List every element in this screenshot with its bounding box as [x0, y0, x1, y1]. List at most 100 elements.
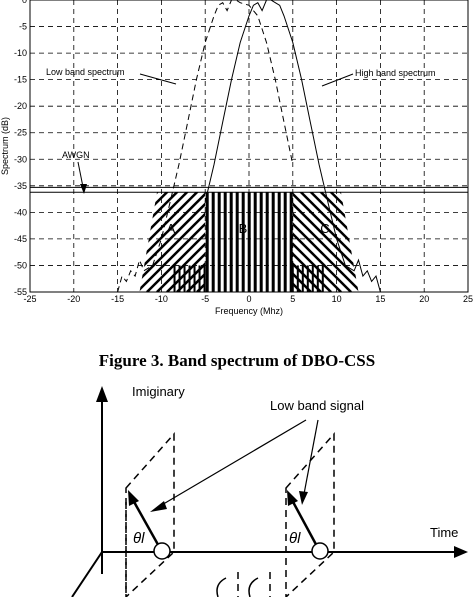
hatch-stroke: [292, 192, 359, 292]
x-tick-label: 10: [332, 294, 342, 304]
hatch-stroke: [0, 182, 7, 292]
awgn-arrow-head: [80, 184, 87, 194]
hatch-stroke: [0, 182, 57, 292]
y-tick-label: -25: [14, 128, 27, 138]
region-label-a: A: [167, 221, 176, 236]
hatch-stroke: [421, 182, 474, 292]
x-tick-label: 0: [246, 294, 251, 304]
hatch-stroke: [139, 192, 178, 292]
phasor-2: [290, 499, 321, 551]
time-axis-label: Time: [430, 525, 458, 540]
hatch-stroke: [292, 192, 359, 292]
x-tick-label: -10: [155, 294, 168, 304]
x-tick-label: 5: [290, 294, 295, 304]
y-tick-label: -50: [14, 260, 27, 270]
region-label-c: C: [320, 221, 329, 236]
hatch-stroke: [17, 182, 127, 292]
hatch-stroke: [139, 192, 206, 292]
hatch-stroke: [340, 192, 359, 292]
x-tick-label: -25: [23, 294, 36, 304]
hatch-stroke: [381, 182, 474, 292]
signal-plane-1: [125, 432, 175, 597]
y-tick-label: -15: [14, 75, 27, 85]
hatch-stroke: [451, 182, 474, 292]
signal-pointer-long: [159, 419, 307, 507]
awgn-annotation: AWGN: [62, 150, 90, 160]
y-tick-label: -45: [14, 234, 27, 244]
y-tick-label: -10: [14, 48, 27, 58]
hatch-stroke: [139, 192, 206, 292]
hatched-regions: [0, 182, 474, 292]
x-tick-label: 15: [375, 294, 385, 304]
high-band-series-line: [204, 0, 381, 292]
angle-label-1: θl: [133, 530, 145, 547]
partial-arc-1: [216, 577, 227, 597]
region-b-hatch: [173, 192, 324, 292]
y-tick-label: 0: [22, 0, 27, 5]
grid-lines: [30, 0, 468, 292]
plot-frame: [29, 0, 469, 293]
y-tick-label: -20: [14, 101, 27, 111]
phasor-1: [131, 499, 163, 551]
hatch-stroke: [391, 182, 474, 292]
y-tick-label: -5: [19, 22, 27, 32]
hatch-stroke: [401, 182, 474, 292]
x-tick-label: -20: [67, 294, 80, 304]
x-tick-label: -15: [111, 294, 124, 304]
awgn-lines: [30, 186, 468, 193]
hatch-stroke: [320, 192, 359, 292]
signal-pointer-short: [303, 419, 319, 495]
hatch-stroke: [139, 192, 206, 292]
hatch-stroke: [441, 182, 474, 292]
y-tick-label: -55: [14, 287, 27, 297]
low-band-annotation-arrow: [139, 73, 177, 85]
hatch-stroke: [141, 182, 251, 292]
x-tick-label: 25: [463, 294, 473, 304]
low-band-signal-label: Low band signal: [270, 398, 364, 413]
time-axis-arrowhead: [454, 546, 468, 558]
hatch-stroke: [27, 182, 137, 292]
imaginary-axis-arrowhead: [96, 386, 108, 402]
hatch-stroke: [139, 192, 188, 292]
phasor-2-head: [287, 490, 298, 506]
hatch-stroke: [0, 182, 67, 292]
hatch-stroke: [139, 192, 206, 292]
region-c-hatch: [141, 182, 474, 292]
region-label-b: B: [239, 221, 248, 236]
hatch-stroke: [292, 192, 342, 292]
y-tick-label: -40: [14, 207, 27, 217]
hatch-stroke: [310, 192, 359, 292]
signal-pointer-short-head: [299, 491, 308, 505]
x-tick-label: -5: [201, 294, 209, 304]
hatch-stroke: [292, 192, 359, 292]
hatch-stroke: [361, 182, 471, 292]
signal-plane-2: [285, 432, 335, 597]
signal-diagram: Imiginary Time θl θl Low band signal: [71, 384, 468, 597]
x-tick-label: 20: [419, 294, 429, 304]
hatch-stroke: [350, 192, 359, 292]
hatch-stroke: [0, 182, 77, 292]
series-lines: [117, 0, 381, 292]
high-band-annotation-arrow: [321, 73, 354, 87]
partial-arc-2: [248, 577, 259, 597]
signal-pointer-long-head: [150, 501, 167, 512]
hatch-stroke: [461, 182, 474, 292]
imaginary-axis-label: Imiginary: [132, 384, 185, 399]
origin-circle-2: [311, 542, 329, 560]
y-tick-label: -35: [14, 181, 27, 191]
angle-label-2: θl: [289, 530, 301, 547]
hatch-stroke: [139, 192, 158, 292]
hatch-stroke: [139, 192, 148, 292]
hatch-stroke: [139, 192, 206, 292]
hatch-stroke: [292, 192, 352, 292]
origin-circle-1: [153, 542, 171, 560]
x-axis-label: Frequency (Mhz): [215, 306, 283, 316]
phasor-1-head: [128, 490, 139, 506]
hatch-stroke: [371, 182, 474, 292]
depth-axis: [71, 551, 103, 597]
hatch-stroke: [292, 192, 322, 292]
low-band-annotation: Low band spectrum: [46, 67, 125, 77]
hatch-stroke: [292, 192, 359, 292]
